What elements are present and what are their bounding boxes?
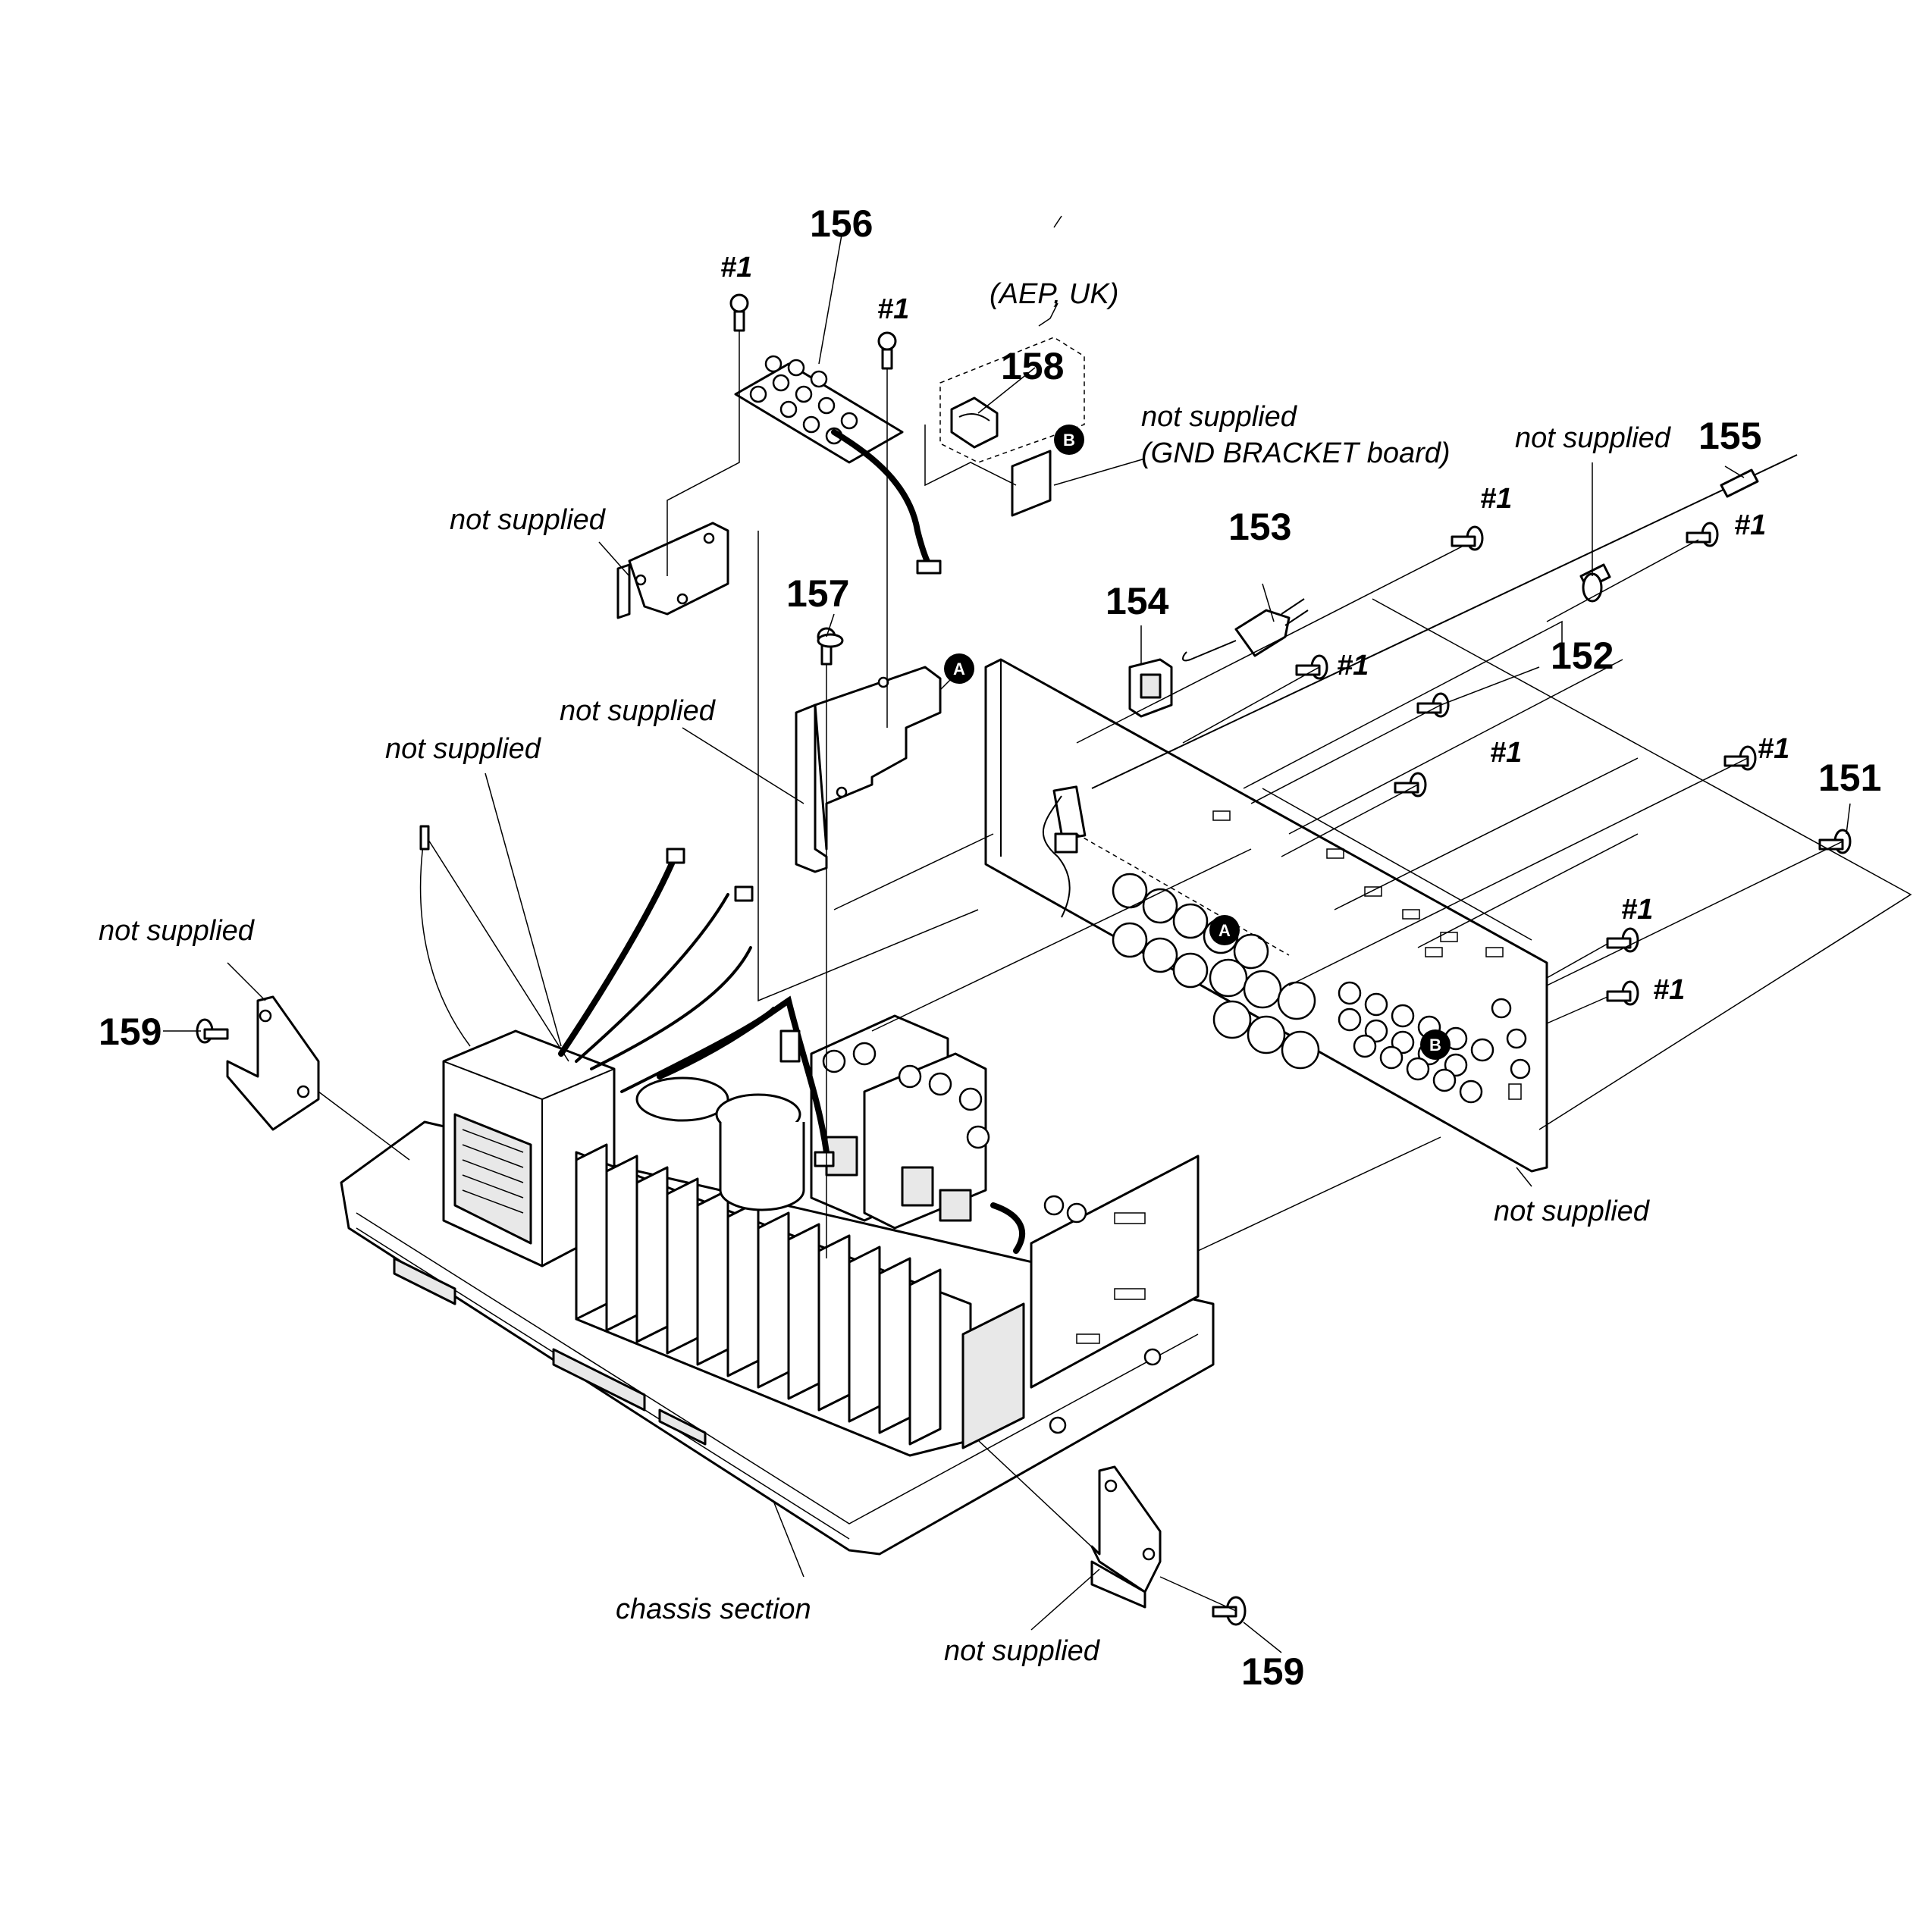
svg-text:B: B — [1063, 431, 1075, 450]
screw-ref-label: #1 — [720, 252, 752, 284]
part-154-ac-inlet — [1128, 658, 1173, 718]
left-top-bracket — [616, 522, 729, 619]
not-supplied-note: not supplied — [1141, 401, 1298, 433]
labels: 156 #1 #1 (AEP, UK) 158 not supplied (GN… — [99, 202, 1881, 1693]
not-supplied-note: not supplied — [99, 915, 256, 947]
gnd-bracket-note: (GND BRACKET board) — [1141, 437, 1451, 469]
not-supplied-note: not supplied — [560, 695, 717, 727]
jack-modules — [810, 1014, 990, 1230]
part-label-159: 159 — [99, 1011, 162, 1053]
heatsink — [575, 1143, 972, 1457]
part-label-152: 152 — [1551, 635, 1614, 677]
connector-b-marker: B — [1054, 425, 1084, 455]
screw-icon — [1295, 654, 1328, 680]
connector-b-marker: B — [1420, 1029, 1451, 1060]
screw-icon — [877, 331, 897, 370]
screw-ref-label: #1 — [1480, 483, 1512, 515]
part-label-159: 159 — [1241, 1650, 1304, 1693]
not-supplied-note: not supplied — [1494, 1195, 1651, 1227]
screw-ref-label: #1 — [1490, 737, 1522, 769]
part-156-board — [734, 355, 942, 575]
not-supplied-note: not supplied — [1515, 422, 1672, 454]
svg-text:A: A — [1218, 921, 1231, 940]
not-supplied-note: not supplied — [944, 1635, 1101, 1667]
not-supplied-note: not supplied — [385, 733, 542, 765]
screw-ref-label: #1 — [1758, 733, 1789, 765]
screw-icon — [1818, 829, 1852, 854]
part-153-power-cord — [1182, 598, 1309, 662]
screw-icon — [1686, 522, 1719, 547]
screw-icon — [196, 1018, 229, 1044]
screw-icon — [729, 293, 749, 332]
part-155-antenna — [1091, 454, 1798, 789]
svg-text:B: B — [1429, 1036, 1441, 1054]
screw-ref-label: #1 — [1337, 650, 1369, 682]
right-circuit-board — [961, 1155, 1200, 1449]
connector-a-marker: A — [944, 653, 974, 684]
connector-markers: A A B B — [944, 425, 1451, 1060]
svg-text:A: A — [953, 660, 965, 678]
screw-ref-label: #1 — [1621, 894, 1653, 926]
part-label-156: 156 — [810, 202, 873, 245]
chassis-section-label: chassis section — [616, 1593, 811, 1625]
screw-icon — [1212, 1596, 1247, 1626]
left-side-bracket — [226, 995, 320, 1131]
screw-icon — [1451, 525, 1484, 551]
part-label-158: 158 — [1001, 345, 1064, 387]
rear-panel — [984, 658, 1548, 1173]
screw-ref-label: #1 — [1653, 974, 1685, 1006]
connector-a-marker: A — [1209, 915, 1240, 945]
label-leaders — [163, 215, 1851, 1653]
part-label-157: 157 — [786, 572, 849, 615]
part-label-155: 155 — [1698, 415, 1761, 457]
right-side-bracket — [1090, 1465, 1162, 1609]
chassis-section — [340, 848, 1215, 1556]
transformer — [442, 1029, 616, 1268]
part-label-151: 151 — [1818, 757, 1881, 799]
part-label-153: 153 — [1228, 506, 1291, 548]
screw-icon — [1416, 692, 1450, 718]
assembly-lines — [318, 330, 1912, 1612]
part-158-ferrite — [939, 337, 1085, 463]
screw-icon — [1606, 927, 1639, 953]
part-157-bracket — [795, 666, 942, 873]
not-supplied-note: not supplied — [450, 504, 607, 536]
gnd-bracket-board — [1011, 450, 1052, 517]
screw-icon — [1723, 745, 1757, 771]
screw-icon — [1606, 980, 1639, 1006]
region-note: (AEP, UK) — [990, 278, 1118, 310]
part-label-154: 154 — [1106, 580, 1169, 622]
screw-icon — [817, 633, 844, 648]
screw-ref-label: #1 — [1734, 509, 1766, 541]
screw-ref-label: #1 — [877, 293, 909, 325]
